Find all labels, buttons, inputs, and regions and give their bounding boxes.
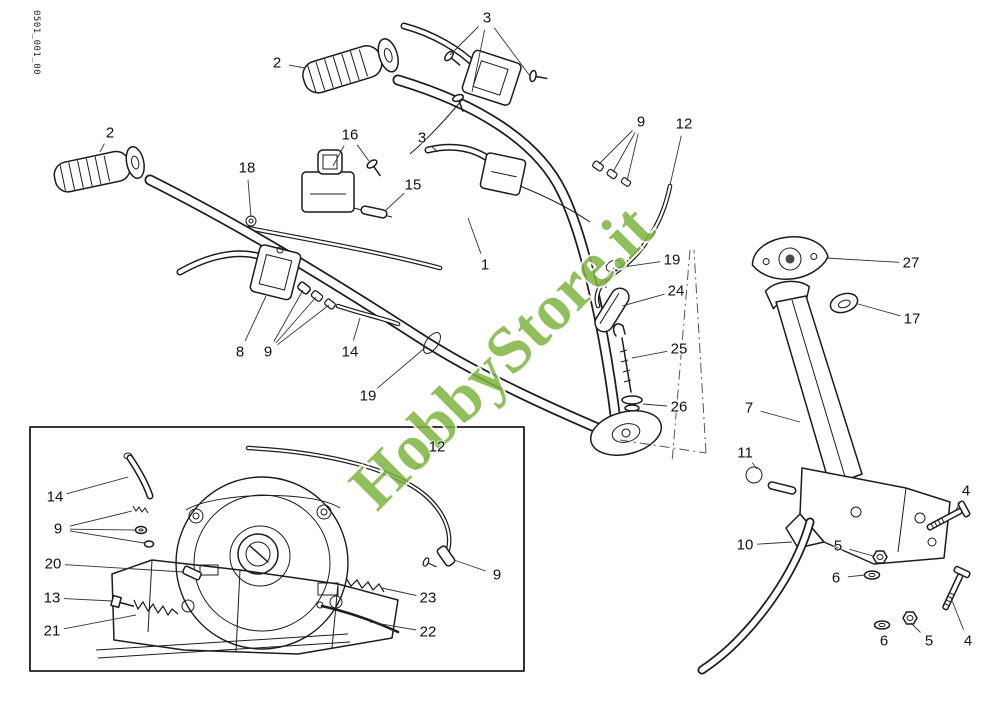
part-callout-11: 11	[737, 444, 753, 462]
column-assembly	[697, 236, 972, 675]
column-7	[775, 295, 863, 487]
cable-14-inset	[123, 452, 154, 500]
part-callout-21: 21	[43, 622, 61, 640]
watermark: HobbyStore.it	[336, 191, 668, 523]
part-callout-14: 14	[341, 343, 359, 361]
part-callout-7: 7	[744, 399, 754, 417]
stop-switch	[301, 149, 393, 219]
axis-line	[693, 249, 707, 454]
cable-clamp-19-upper	[605, 259, 623, 273]
part-callout-25: 25	[670, 340, 688, 358]
part-callout-27: 27	[902, 254, 920, 272]
fittings-9-inset	[132, 505, 155, 548]
clip-17	[829, 292, 859, 314]
part-callout-18: 18	[238, 159, 256, 177]
part-callout-12: 12	[675, 115, 693, 133]
part-callout-26: 26	[670, 398, 688, 416]
part-callout-6: 6	[831, 569, 841, 587]
cable-14	[335, 303, 401, 327]
part-callout-9: 9	[263, 343, 273, 361]
handlebar-mount	[589, 410, 663, 456]
inset-detail-frame	[29, 426, 525, 672]
j-bolt-25	[612, 323, 632, 393]
handlebar-tube-left	[144, 174, 608, 436]
part-callout-8: 8	[235, 343, 245, 361]
part-callout-6: 6	[879, 632, 889, 650]
engine-housing	[175, 476, 349, 650]
drawing-code: 0501_001_00	[31, 10, 41, 75]
grip-left	[53, 146, 145, 193]
part-callout-5: 5	[924, 632, 934, 650]
spring-21	[133, 599, 179, 617]
spring-23	[345, 577, 385, 593]
part-callout-24: 24	[667, 282, 685, 300]
cable-clamp-19-lower	[423, 332, 441, 354]
part-callout-15: 15	[404, 176, 422, 194]
part-callout-3: 3	[417, 129, 427, 147]
part-callout-19: 19	[359, 387, 377, 405]
switch-screw-16	[365, 157, 386, 180]
part-callout-10: 10	[736, 536, 754, 554]
washer-nut-26	[621, 395, 643, 412]
handlebar-cross-brace	[245, 225, 443, 271]
axis-line	[619, 439, 707, 454]
part-callout-17: 17	[903, 310, 921, 328]
clutch-lever	[176, 244, 302, 301]
part-callout-13: 13	[43, 589, 61, 607]
part-callout-19: 19	[663, 251, 681, 269]
cable-fittings-top-right	[591, 159, 632, 188]
bracket-plate	[95, 559, 399, 659]
sleeve-24	[594, 287, 630, 333]
rod-22	[316, 601, 400, 634]
part-callout-4: 4	[963, 632, 973, 650]
nut-5-upper	[872, 550, 888, 564]
part-callout-9: 9	[492, 566, 502, 584]
throttle-lever-top	[400, 22, 549, 114]
r-clip-11	[745, 466, 797, 495]
part-callout-14: 14	[46, 488, 64, 506]
part-callout-22: 22	[419, 623, 437, 641]
part-callout-2: 2	[105, 124, 115, 142]
part-callout-16: 16	[341, 126, 359, 144]
stud-20	[182, 565, 202, 581]
part-callout-9: 9	[53, 520, 63, 538]
cable-12-inset	[245, 445, 456, 572]
support-rod-10	[697, 517, 815, 675]
grip-right	[302, 38, 399, 94]
part-callout-3: 3	[482, 9, 492, 27]
nut-5-lower	[902, 611, 918, 625]
throttle-cable-upper	[409, 99, 463, 155]
screw-13	[110, 594, 135, 609]
axis-line	[671, 249, 691, 463]
throttle-lever-mid	[424, 143, 591, 223]
part-callout-4: 4	[961, 482, 971, 500]
inset-detail	[29, 426, 525, 672]
part-callout-23: 23	[419, 589, 437, 607]
part-callout-2: 2	[272, 54, 282, 72]
grommet-18	[245, 215, 257, 227]
part-callout-12: 12	[428, 438, 446, 456]
mount-plate-27	[751, 236, 829, 280]
handlebar-assembly	[53, 22, 707, 463]
leader-lines	[63, 26, 965, 633]
washer-6-upper	[863, 570, 881, 580]
handlebar-tube-right	[392, 74, 622, 428]
part-callout-9: 9	[636, 113, 646, 131]
washer-6-lower	[873, 620, 891, 630]
part-callout-20: 20	[44, 555, 62, 573]
lower-bracket	[785, 467, 951, 565]
part-callout-1: 1	[480, 256, 490, 274]
part-callout-5: 5	[833, 537, 843, 555]
